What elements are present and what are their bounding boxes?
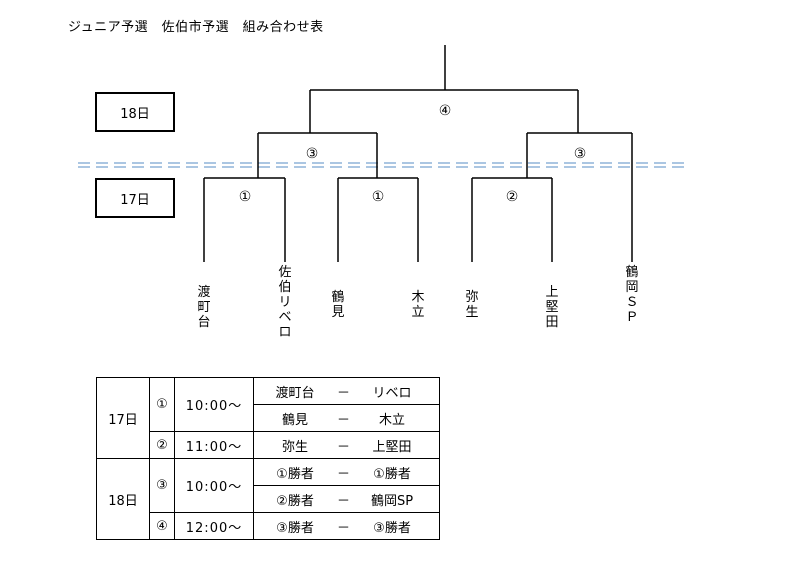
team-yayoi: 弥生	[465, 290, 479, 320]
team-b: 上堅田	[372, 439, 412, 455]
time-cell: 10:00～	[174, 377, 254, 432]
vs-dash: －	[336, 493, 350, 509]
vs-dash: －	[336, 520, 350, 536]
team-b: ③勝者	[373, 520, 411, 536]
time-cell: 11:00～	[174, 431, 254, 459]
team-kidachi: 木立	[411, 290, 425, 320]
match-cell: 渡町台 － リベロ	[253, 377, 440, 405]
team-b: ①勝者	[373, 466, 411, 482]
team-a: 渡町台	[275, 385, 315, 401]
round-label-semi-right: ③	[573, 146, 587, 162]
schedule-table: 17日 ① 10:00～ 渡町台 － リベロ 鶴見 － 木立 ② 11:00～ 弥生 － 上…	[96, 377, 440, 540]
team-tsuruoka-sp: 鶴岡ＳＰ	[625, 265, 639, 325]
match-no-cell: ②	[149, 431, 175, 459]
round-label-match-2: ②	[505, 189, 519, 205]
team-a: 弥生	[281, 439, 308, 455]
match-cell: ③勝者 － ③勝者	[253, 512, 440, 540]
team-saiki-libero: 佐伯リベロ	[278, 265, 292, 340]
table-row: ②勝者 － 鶴岡SP	[97, 485, 440, 513]
table-row: ④ 12:00～ ③勝者 － ③勝者	[97, 512, 440, 540]
match-cell: 鶴見 － 木立	[253, 404, 440, 432]
round-label-match-1a: ①	[238, 189, 252, 205]
team-a: 鶴見	[281, 412, 308, 428]
day-17-box: 17日	[95, 178, 175, 218]
match-cell: 弥生 － 上堅田	[253, 431, 440, 459]
match-no-cell: ①	[149, 377, 175, 432]
team-watarimachidai: 渡町台	[197, 285, 211, 330]
team-a: ①勝者	[276, 466, 314, 482]
match-cell: ①勝者 － ①勝者	[253, 458, 440, 486]
vs-dash: －	[336, 439, 350, 455]
vs-dash: －	[336, 412, 350, 428]
day-cell: 18日	[96, 458, 150, 540]
day-17-label: 17日	[120, 192, 150, 208]
time-cell: 12:00～	[174, 512, 254, 540]
round-label-semi-left: ③	[305, 146, 319, 162]
match-no-cell: ④	[149, 512, 175, 540]
team-a: ②勝者	[276, 493, 314, 509]
team-tsurumi: 鶴見	[331, 290, 345, 320]
team-b: リベロ	[372, 385, 412, 401]
team-a: ③勝者	[276, 520, 314, 536]
time-cell: 10:00～	[174, 458, 254, 513]
table-row: 17日 ① 10:00～ 渡町台 － リベロ	[96, 377, 440, 459]
vs-dash: －	[336, 466, 350, 482]
vs-dash: －	[336, 385, 350, 401]
page-title: ジュニア予選 佐伯市予選 組み合わせ表	[68, 20, 324, 35]
table-row: ② 11:00～ 弥生 － 上堅田	[97, 431, 440, 459]
team-b: 木立	[378, 412, 405, 428]
round-label-final: ④	[438, 103, 452, 119]
match-no-cell: ③	[149, 458, 175, 513]
round-label-match-1b: ①	[371, 189, 385, 205]
team-b: 鶴岡SP	[370, 493, 414, 509]
day-cell: 17日	[96, 377, 150, 459]
bracket-lines	[203, 45, 633, 262]
day-18-label: 18日	[120, 106, 150, 122]
table-row: 18日 ③ 10:00～ ①勝者 － ①勝者	[96, 458, 440, 540]
day-18-box: 18日	[95, 92, 175, 132]
match-cell: ②勝者 － 鶴岡SP	[253, 485, 440, 513]
team-kamikatada: 上堅田	[545, 285, 559, 330]
